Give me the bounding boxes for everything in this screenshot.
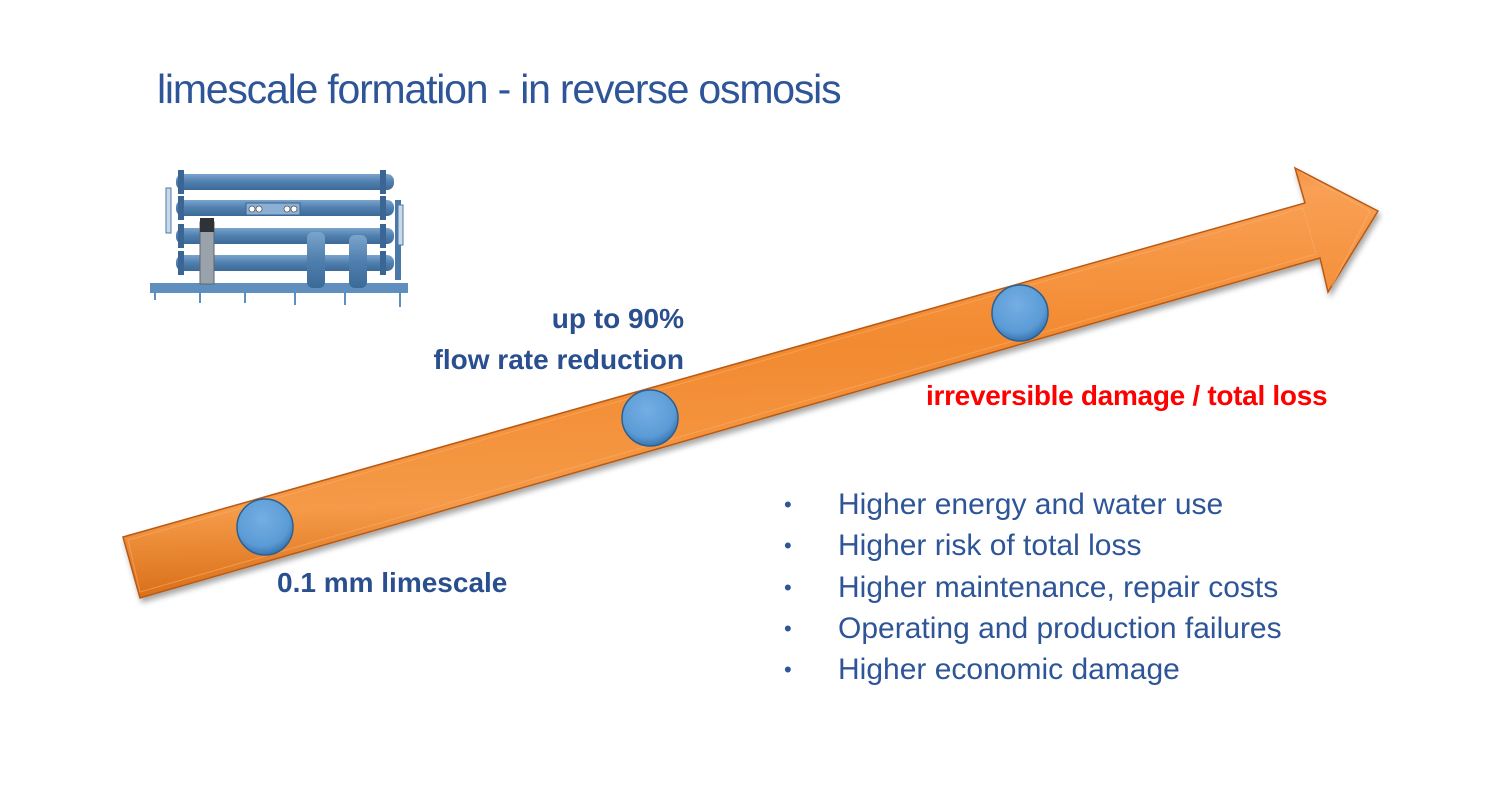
ro-plant-illustration (150, 170, 408, 307)
list-item-text: Higher economic damage (838, 653, 1180, 687)
list-item: • Higher maintenance, repair costs (780, 567, 1282, 608)
plant-flowmeter (165, 187, 172, 234)
list-item-text: Higher energy and water use (838, 488, 1224, 521)
milestone-marker-stage-2 (621, 389, 679, 447)
arrow-head-bevel (1299, 171, 1371, 287)
slide-title: limescale formation - in reverse osmosis (157, 66, 842, 112)
list-item-text: Operating and production failures (838, 611, 1282, 645)
milestone-label-stage-3: irreversible damage / total loss (926, 380, 1328, 411)
consequences-list: • Higher energy and water use • Higher ris… (780, 484, 1282, 690)
milestone-marker-stage-1 (236, 498, 294, 556)
plant-frame-base (150, 283, 408, 293)
arrow-bevel-highlight (127, 207, 1317, 593)
progress-arrow (122, 166, 1380, 599)
list-item: • Higher economic damage (780, 649, 1282, 690)
milestone-markers (236, 284, 1049, 556)
list-item: • Operating and production failures (780, 608, 1282, 649)
flow-reduction-text: flow rate reduction (433, 344, 684, 375)
list-item: • Higher energy and water use (780, 484, 1282, 525)
bullet-icon: • (784, 657, 792, 683)
plant-pump-motor (200, 218, 214, 232)
flow-reduction-amount: up to 90% (551, 303, 684, 334)
list-item-text: Higher maintenance, repair costs (838, 570, 1279, 604)
bullet-icon: • (784, 533, 792, 559)
plant-filter-housing (307, 232, 325, 288)
plant-filter-housing (349, 235, 367, 288)
bullet-icon: • (784, 574, 792, 600)
milestone-label-stage-2: up to 90% flow rate reduction (434, 298, 684, 380)
bullet-icon: • (784, 492, 792, 517)
list-item: • Higher risk of total loss (780, 525, 1282, 566)
list-item-text: Higher risk of total loss (838, 529, 1142, 563)
milestone-marker-stage-3 (991, 284, 1049, 342)
plant-frame-legs (154, 293, 401, 307)
plant-gauges (248, 205, 298, 213)
milestone-label-stage-1: 0.1 mm limescale (277, 567, 508, 598)
bullet-icon: • (784, 615, 792, 641)
plant-flanges (178, 170, 386, 275)
plant-flowmeter (397, 204, 404, 246)
